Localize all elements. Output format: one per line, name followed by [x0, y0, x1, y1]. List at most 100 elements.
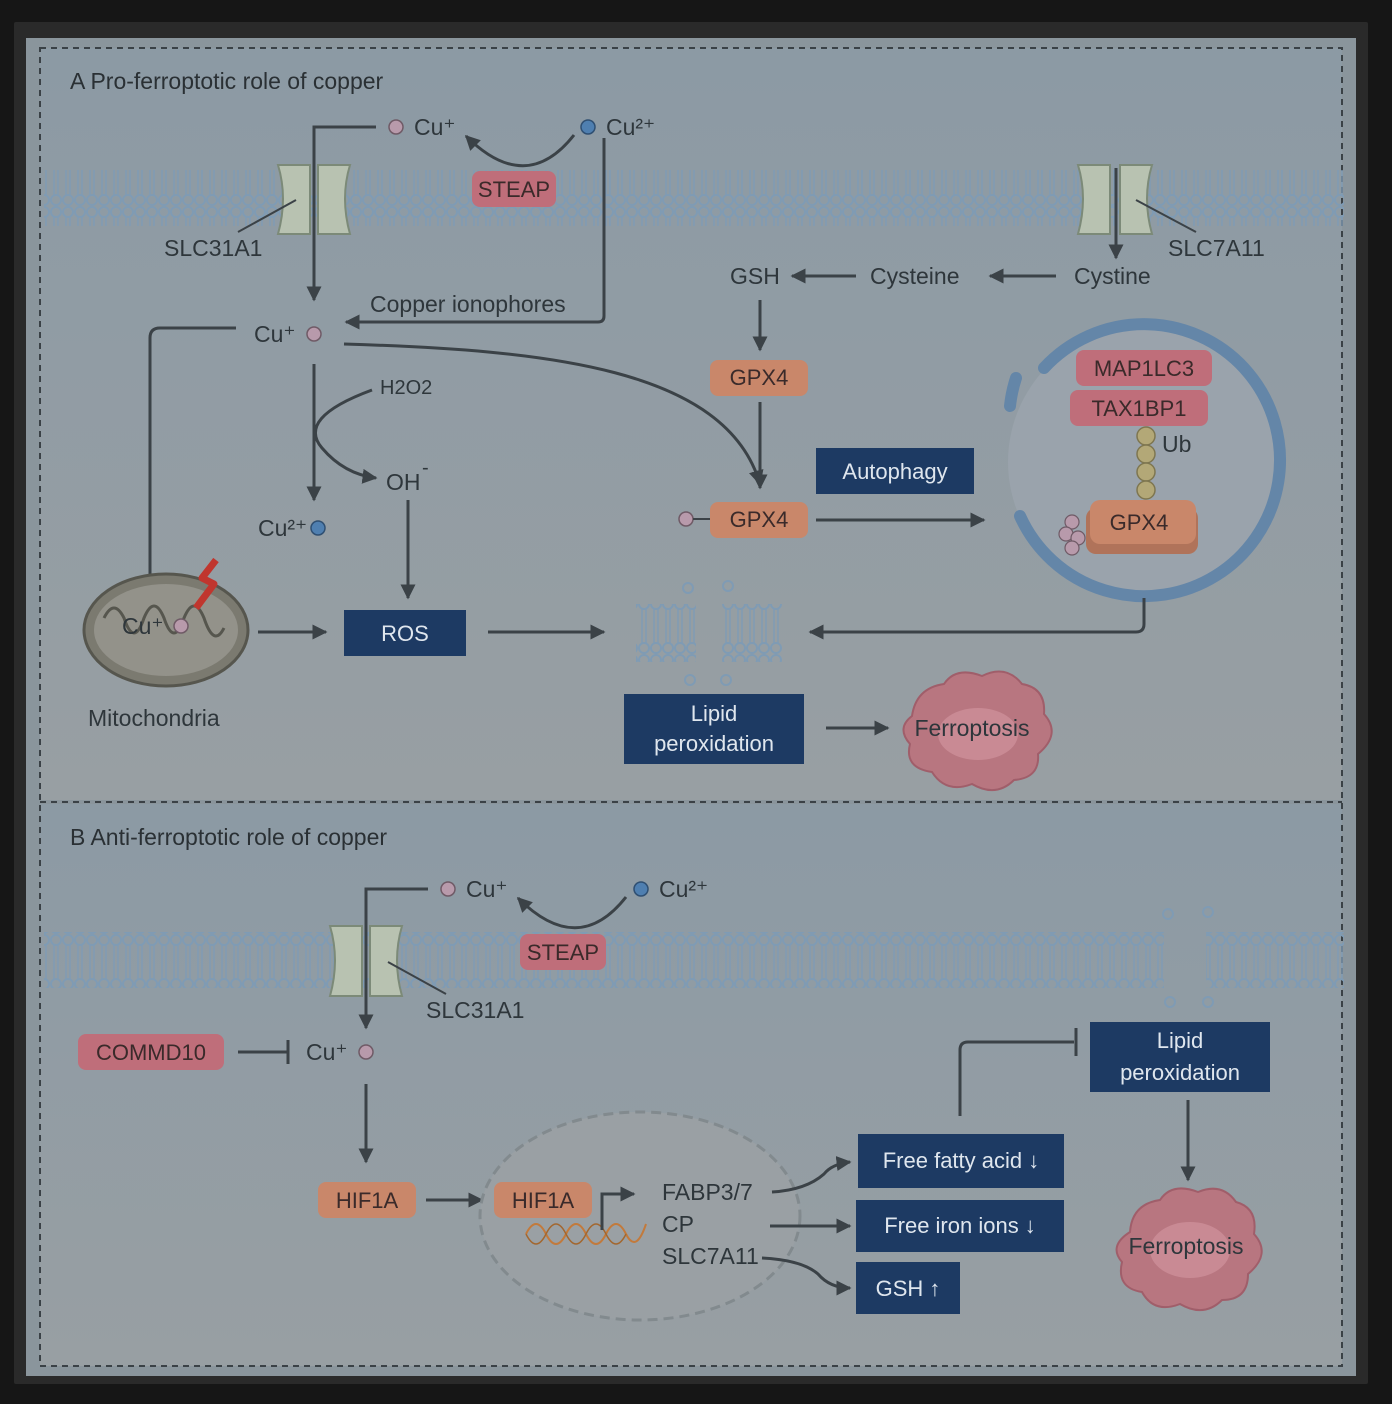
commd10-label: COMMD10: [96, 1040, 206, 1065]
tax1bp1-pill: [1070, 390, 1208, 426]
steap-reduction-arrow-b: [516, 896, 628, 930]
slc31a1-transporter-a: [276, 164, 352, 235]
map1lc3-label: MAP1LC3: [1094, 356, 1194, 381]
mitochondria-icon: [82, 572, 250, 688]
ferroptosis-label-a: Ferroptosis: [914, 715, 1029, 741]
cu-import-arrow-a: [306, 125, 376, 302]
slc31a1-label-b: SLC31A1: [426, 997, 524, 1023]
inhibit-lipid-line: [958, 1040, 1074, 1116]
ros-box: [344, 610, 466, 656]
slc31a1-label-a: SLC31A1: [164, 235, 262, 261]
slc7a11-transporter: [1076, 164, 1154, 235]
lipid-line1-b: Lipid: [1157, 1028, 1203, 1053]
free-iron-box: [856, 1200, 1064, 1252]
cu-2plus-top-b: Cu²⁺: [659, 876, 708, 902]
ferroptotic-cell-icon-b: [1115, 1187, 1263, 1311]
lipid-fragment-icon-a: [636, 580, 782, 686]
membrane-b-right: [1206, 932, 1344, 988]
slc7a11-to-gsh-arrow: [761, 1256, 852, 1296]
cu-2plus-top-a: Cu²⁺: [606, 114, 655, 140]
h2o2-label: H2O2: [380, 377, 432, 399]
oh-superscript: -: [422, 457, 429, 479]
ubiquitin-chain: [1136, 426, 1156, 500]
cu-2plus-mid-dot: [310, 520, 326, 536]
cu-cluster-icon: [1058, 514, 1086, 556]
gpx4-label-mid: GPX4: [730, 507, 789, 532]
ub-label: Ub: [1162, 431, 1191, 457]
ros-label: ROS: [381, 621, 429, 646]
cu-plus-top-b: Cu⁺: [466, 876, 508, 902]
autophagy-label: Autophagy: [842, 459, 947, 484]
cu-2plus-mid-a: Cu²⁺: [258, 515, 307, 541]
lipid-peroxidation-box-b: [1090, 1022, 1270, 1092]
gpx4-label-top: GPX4: [730, 365, 789, 390]
slc7a11-label-b: SLC7A11: [662, 1243, 759, 1269]
free-fatty-acid-label: Free fatty acid ↓: [883, 1148, 1040, 1173]
free-fatty-acid-box: [858, 1134, 1064, 1188]
outer-dashed-border: [39, 47, 1343, 1367]
commd10-pill: [78, 1034, 224, 1070]
hif1a-pill-in: [494, 1182, 592, 1218]
cu-plus-top-a: Cu⁺: [414, 114, 456, 140]
cp-label: CP: [662, 1211, 694, 1237]
lipid-line2-b: peroxidation: [1120, 1060, 1240, 1085]
steap-label-b: STEAP: [527, 940, 599, 965]
mitochondria-label: Mitochondria: [88, 705, 220, 731]
cu-plus-mid-b: Cu⁺: [306, 1039, 348, 1065]
fabp-label: FABP3/7: [662, 1179, 753, 1205]
gsh-box: [856, 1262, 960, 1314]
figure-canvas: A Pro-ferroptotic role of copper SLC31A1…: [26, 38, 1356, 1376]
cu-plus-dot-b: [440, 881, 456, 897]
lipid-line2-a: peroxidation: [654, 731, 774, 756]
lipid-fragment-icon-b: [1162, 906, 1214, 1008]
hif1a-in-label: HIF1A: [512, 1188, 575, 1213]
cu-2plus-dot-b: [633, 881, 649, 897]
lipid-peroxidation-box-a: [624, 694, 804, 764]
free-iron-label: Free iron ions ↓: [884, 1213, 1036, 1238]
slc7a11-label: SLC7A11: [1168, 235, 1265, 261]
damage-bolt-icon: [193, 557, 219, 611]
transcription-arrow: [600, 1186, 636, 1230]
cu-plus-mid-dot-b: [358, 1044, 374, 1060]
nucleus: [478, 1110, 802, 1322]
cu-binds-gpx4-arrow: [343, 342, 764, 486]
map1lc3-pill: [1076, 350, 1212, 386]
copper-ionophores-label: Copper ionophores: [370, 291, 566, 317]
cu-to-mito-arrow: [142, 326, 236, 596]
steap-pill-a: [472, 171, 556, 207]
gpx4-pill-mid: [710, 502, 808, 538]
autophagy-to-lipid-arrow: [808, 598, 1146, 640]
slc31a1-transporter-b: [328, 925, 404, 997]
gsh-label-a: GSH: [730, 263, 780, 289]
cu-plus-mid-dot: [306, 326, 322, 342]
panel-a-title: A Pro-ferroptotic role of copper: [70, 68, 384, 94]
h2o2-to-oh-arrow: [313, 388, 378, 484]
gpx4-autophagy-label: GPX4: [1110, 510, 1169, 535]
gpx4-aggregate: [1086, 500, 1198, 554]
fabp-to-ffa-arrow: [771, 1156, 852, 1194]
gsh-label-b: GSH ↑: [876, 1276, 941, 1301]
gpx4-pill-top: [710, 360, 808, 396]
tax1bp1-label: TAX1BP1: [1092, 396, 1187, 421]
cu-plus-mito-label: Cu⁺: [122, 613, 164, 639]
cystine-label: Cystine: [1074, 263, 1151, 289]
hif1a-pill-out: [318, 1182, 416, 1218]
oh-label: OH: [386, 469, 421, 495]
cu-2plus-dot: [580, 119, 596, 135]
steap-reduction-arrow-a: [464, 134, 576, 168]
cysteine-label: Cysteine: [870, 263, 959, 289]
copper-ionophore-arrow: [344, 138, 606, 330]
ferroptosis-label-b: Ferroptosis: [1128, 1233, 1243, 1259]
autophagy-box: [816, 448, 974, 494]
lipid-line1-a: Lipid: [691, 701, 737, 726]
panel-b-title: B Anti-ferroptotic role of copper: [70, 824, 387, 850]
cu-mito-dot: [173, 618, 189, 634]
steap-pill-b: [520, 934, 606, 970]
hif1a-out-label: HIF1A: [336, 1188, 399, 1213]
cu-plus-mid-a: Cu⁺: [254, 321, 296, 347]
cu-import-arrow-b: [358, 887, 428, 1030]
cu-bound-dot: [678, 511, 694, 527]
ferroptotic-cell-icon-a: [902, 670, 1053, 791]
steap-label-a: STEAP: [478, 177, 550, 202]
pathway-diagram: A Pro-ferroptotic role of copper SLC31A1…: [39, 47, 1344, 1367]
